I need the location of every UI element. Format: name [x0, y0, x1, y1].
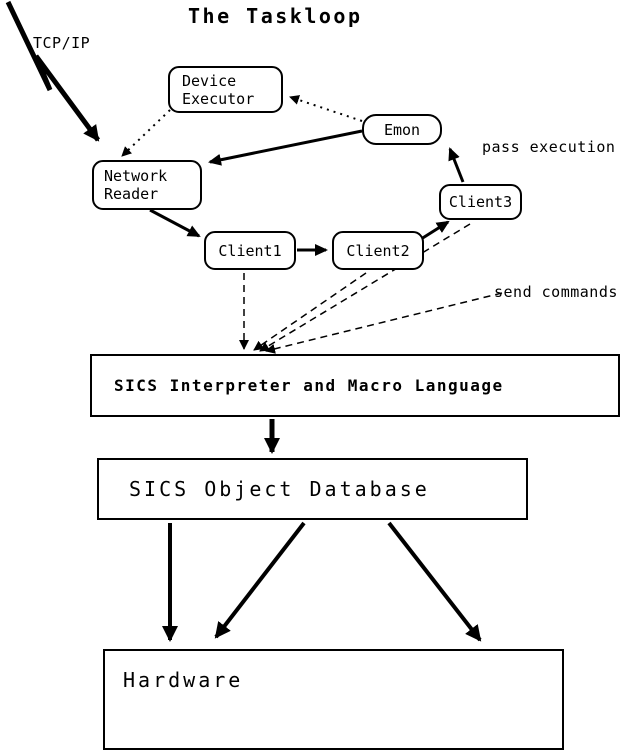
arrow-send-commands-to-interpreter [265, 292, 503, 354]
client1-node: Client1 [204, 231, 296, 270]
arrow-client3-to-interpreter [259, 223, 471, 352]
pass-execution-label: pass execution [482, 138, 616, 156]
arrow-device-executor-to-network-reader [121, 109, 171, 157]
sics-object-database-box: SICS Object Database [97, 458, 528, 520]
diagram-title: The Taskloop [188, 4, 363, 28]
network-reader-node: Network Reader [92, 160, 202, 210]
arrow-client3-to-emon [448, 147, 465, 183]
client3-node: Client3 [439, 184, 522, 220]
arrow-database-to-hardware-middle [214, 521, 306, 639]
client2-node: Client2 [332, 231, 424, 270]
arrow-emon-to-device-executor [289, 95, 363, 122]
arrow-network-reader-to-client1 [149, 208, 201, 238]
emon-node: Emon [362, 114, 442, 145]
sics-interpreter-box: SICS Interpreter and Macro Language [90, 354, 620, 417]
send-commands-label: send commands [494, 283, 618, 301]
hardware-box: Hardware [103, 649, 564, 750]
arrow-database-to-hardware-right [387, 521, 482, 642]
arrow-emon-to-network-reader [208, 129, 363, 166]
arrow-client2-to-interpreter [253, 272, 367, 351]
device-executor-node: Device Executor [168, 66, 283, 113]
tcpip-label: TCP/IP [33, 34, 91, 52]
arrow-tcpip-to-network-reader [5, 0, 101, 142]
